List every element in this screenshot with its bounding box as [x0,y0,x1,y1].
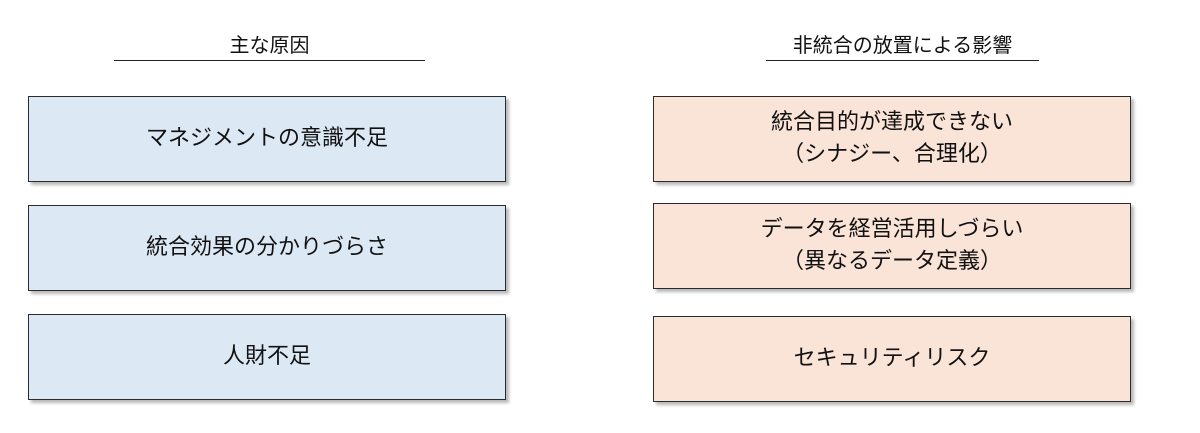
impact-box-integration-goals: 統合目的が達成できない （シナジー、合理化） [653,96,1131,182]
impacts-header: 非統合の放置による影響 [766,30,1039,61]
cause-box-unclear-integration-effect: 統合効果の分かりづらさ [28,205,506,291]
cause-label: マネジメントの意識不足 [145,126,388,151]
impact-label: 統合目的が達成できない [770,110,1013,135]
impact-label: セキュリティリスク [793,346,991,371]
causes-header: 主な原因 [114,30,425,61]
cause-label: 統合効果の分かりづらさ [145,235,388,260]
cause-box-talent-shortage: 人財不足 [28,314,506,400]
impact-sublabel: （異なるデータ定義） [781,249,1002,274]
cause-box-management-awareness: マネジメントの意識不足 [28,96,506,182]
cause-label: 人財不足 [222,344,311,369]
impact-sublabel: （シナジー、合理化） [782,142,1002,167]
impact-box-security-risk: セキュリティリスク [653,316,1131,402]
impact-label: データを経営活用しづらい [760,217,1024,242]
impact-box-data-utilization: データを経営活用しづらい （異なるデータ定義） [653,203,1131,289]
